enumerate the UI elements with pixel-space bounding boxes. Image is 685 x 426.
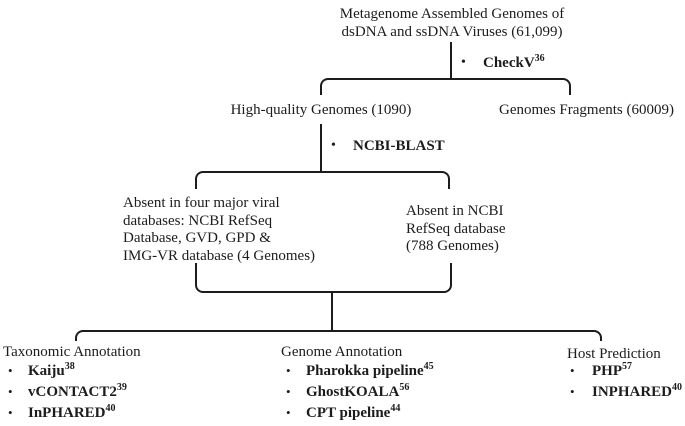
connector-split-checkv	[320, 78, 571, 95]
connector-distribution-stem	[331, 291, 333, 331]
bullet-icon: •	[286, 363, 291, 378]
ncbi-blast-tool-name: NCBI-BLAST	[353, 138, 445, 154]
checkv-step-label: • CheckV36	[461, 53, 545, 72]
connector-blast-stem	[320, 124, 322, 171]
absent-four-databases-node: Absent in four major viral databases: NC…	[123, 195, 316, 264]
checkv-tool-name: CheckV36	[483, 53, 545, 72]
tool-name: INPHARED40	[592, 382, 683, 401]
tool-ref-number: 45	[423, 361, 434, 372]
genome-annotation-list: • Pharokka pipeline45 • GhostKOALA56 • C…	[286, 361, 434, 426]
bullet-icon: •	[286, 405, 291, 420]
connector-split-blast	[195, 171, 450, 189]
connector-root-stem	[450, 42, 452, 78]
list-item: • INPHARED40	[570, 382, 683, 405]
bullet-icon: •	[570, 363, 575, 378]
high-quality-genomes-node: High-quality Genomes (1090)	[230, 102, 412, 118]
tool-name: CPT pipeline44	[306, 403, 401, 422]
root-node-line1: Metagenome Assembled Genomes of	[339, 6, 565, 22]
genome-annotation-title: Genome Annotation	[281, 344, 403, 360]
tool-name: PHP57	[592, 361, 632, 380]
list-item: • PHP57	[570, 361, 682, 384]
taxonomic-annotation-list: • Kaiju38 • vCONTACT239 • InPHARED40	[8, 361, 127, 426]
tool-ref-number: 56	[399, 382, 410, 393]
root-node-line2: dsDNA and ssDNA Viruses (61,099)	[341, 24, 563, 40]
host-prediction-title: Host Prediction	[567, 346, 661, 362]
ncbi-blast-step-label: • NCBI-BLAST	[331, 138, 445, 155]
host-prediction-list: • PHP57 • INPHARED40	[570, 361, 683, 405]
bullet-icon: •	[331, 138, 336, 153]
tool-ref-number: 38	[64, 361, 75, 372]
list-item: • GhostKOALA56	[286, 382, 434, 405]
bullet-icon: •	[8, 363, 13, 378]
tool-ref-number: 57	[622, 361, 632, 372]
connector-merge	[195, 263, 452, 293]
tool-name: vCONTACT239	[28, 382, 127, 401]
list-item: • InPHARED40	[8, 403, 127, 426]
tool-ref-number: 39	[116, 382, 127, 393]
absent-refseq-node: Absent in NCBI RefSeq database (788 Geno…	[406, 203, 506, 254]
checkv-ref-number: 36	[534, 53, 545, 64]
tool-name: GhostKOALA56	[306, 382, 410, 401]
bullet-icon: •	[570, 384, 575, 399]
tool-name: InPHARED40	[28, 403, 116, 422]
tool-name: Kaiju38	[28, 361, 75, 380]
genomes-fragments-node: Genomes Fragments (60009)	[499, 102, 674, 118]
list-item: • CPT pipeline44	[286, 403, 434, 426]
root-node-label: Metagenome Assembled Genomes of dsDNA an…	[327, 5, 577, 41]
taxonomic-annotation-title: Taxonomic Annotation	[3, 344, 141, 360]
bullet-icon: •	[461, 55, 466, 70]
tool-ref-number: 40	[672, 382, 683, 393]
connector-split-columns	[75, 330, 602, 341]
bullet-icon: •	[286, 384, 291, 399]
list-item: • Pharokka pipeline45	[286, 361, 434, 384]
tool-name: Pharokka pipeline45	[306, 361, 434, 380]
list-item: • vCONTACT239	[8, 382, 127, 405]
bullet-icon: •	[8, 405, 13, 420]
bullet-icon: •	[8, 384, 13, 399]
tool-ref-number: 44	[390, 403, 401, 414]
tool-ref-number: 40	[105, 403, 116, 414]
list-item: • Kaiju38	[8, 361, 127, 384]
